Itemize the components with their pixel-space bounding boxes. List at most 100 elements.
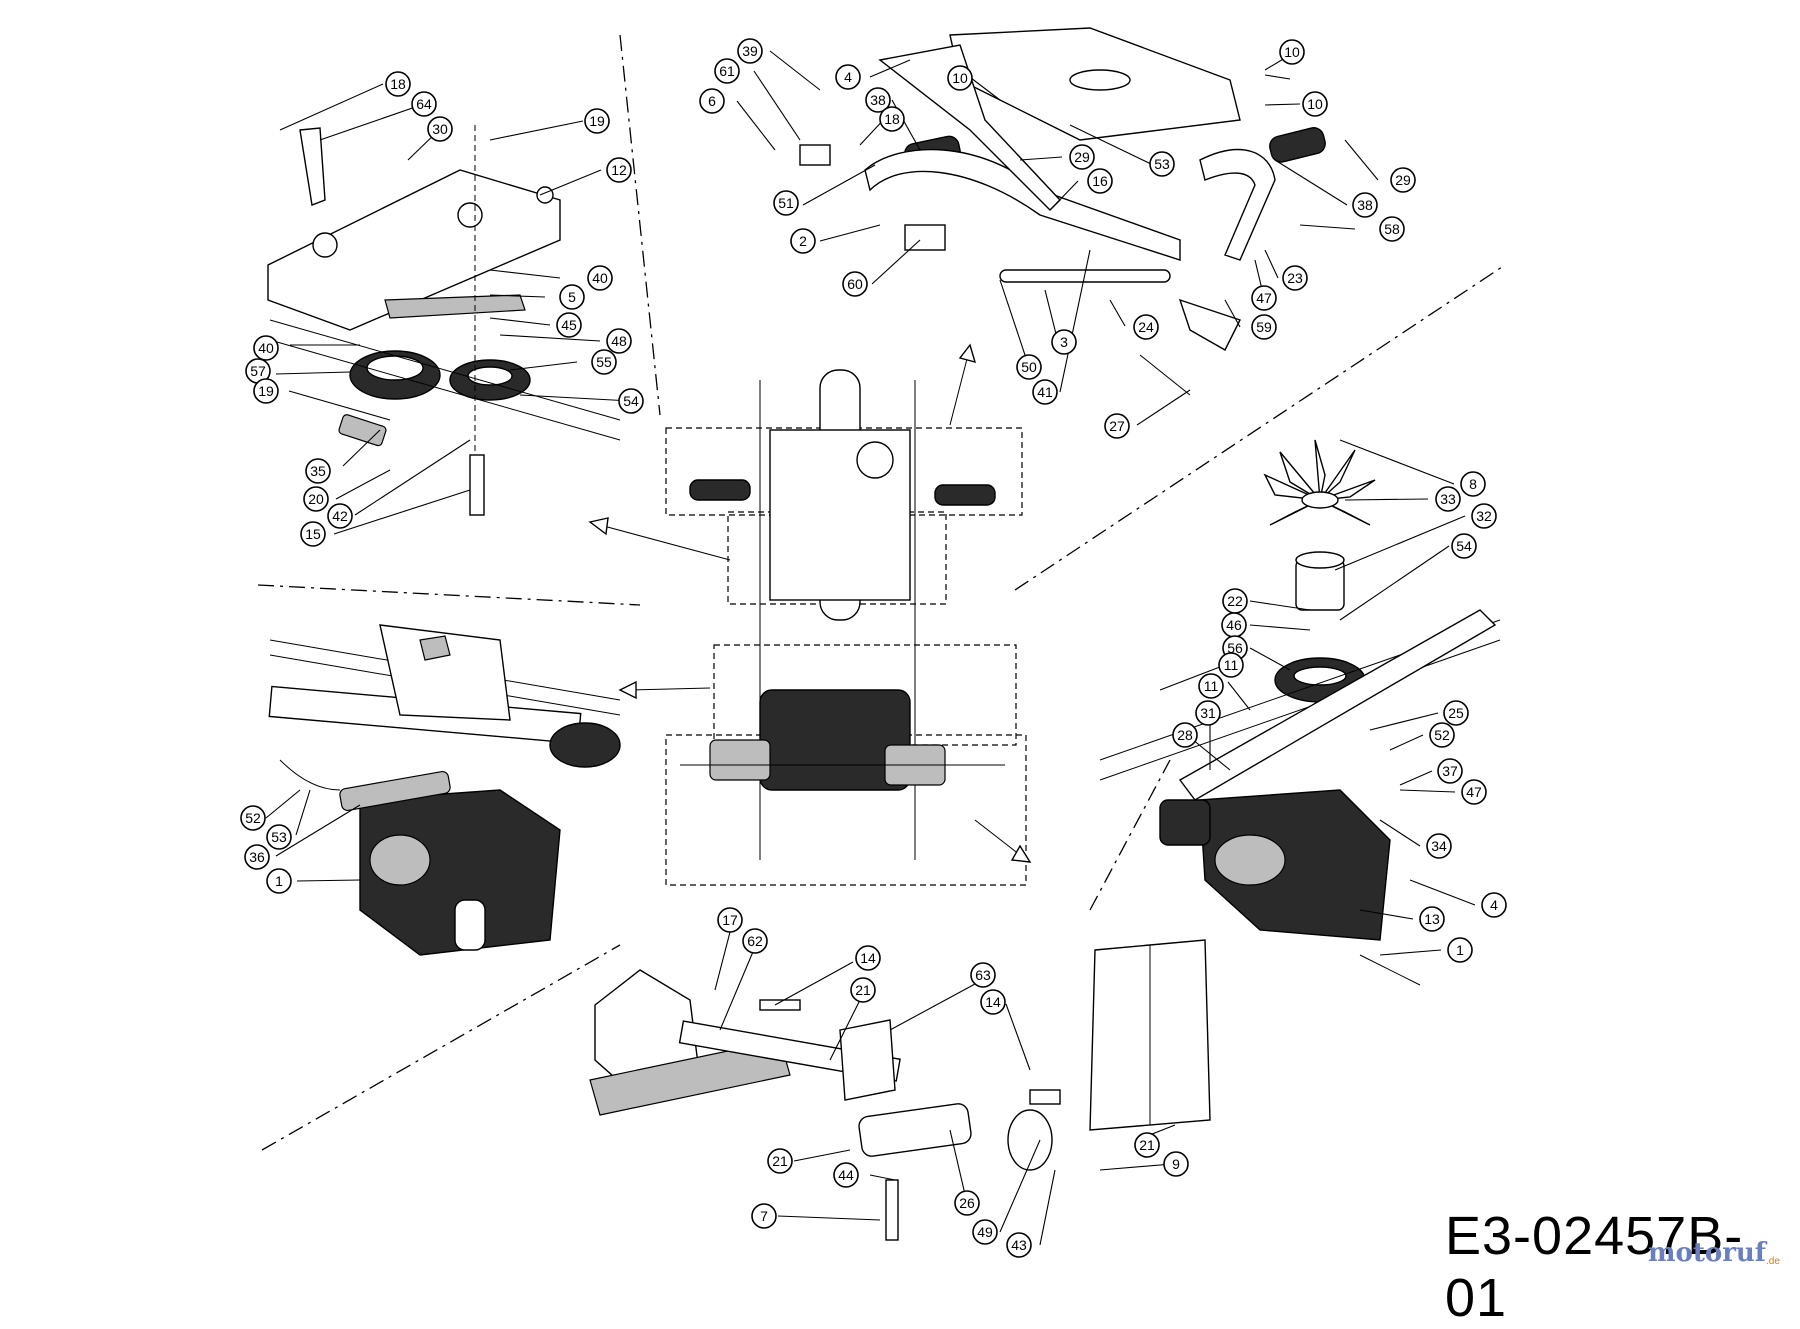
bottom-center-assembly xyxy=(589,939,1211,1241)
callout-label: 19 xyxy=(258,383,274,399)
callout-15: 15 xyxy=(300,521,326,547)
callout-18: 18 xyxy=(385,71,411,97)
callout-label: 63 xyxy=(975,967,991,983)
callout-label: 18 xyxy=(390,76,406,92)
callout-19: 19 xyxy=(584,108,610,134)
callout-label: 10 xyxy=(1284,44,1300,60)
callout-44: 44 xyxy=(833,1162,859,1188)
callout-label: 34 xyxy=(1431,838,1447,854)
callout-label: 4 xyxy=(1490,897,1498,913)
callout-62: 62 xyxy=(742,928,768,954)
callout-label: 2 xyxy=(799,233,807,249)
callout-label: 53 xyxy=(271,829,287,845)
callout-label: 47 xyxy=(1256,290,1272,306)
section-dividers xyxy=(257,34,1506,1151)
callout-13: 13 xyxy=(1419,906,1445,932)
callout-label: 27 xyxy=(1109,418,1125,434)
callout-label: 16 xyxy=(1092,173,1108,189)
callout-label: 9 xyxy=(1172,1156,1180,1172)
callout-52: 52 xyxy=(1429,722,1455,748)
callout-label: 23 xyxy=(1287,270,1303,286)
callout-10b: 10 xyxy=(1279,39,1305,65)
callout-51: 51 xyxy=(773,190,799,216)
overview-frame xyxy=(665,369,1027,886)
callout-label: 18 xyxy=(884,111,900,127)
parts-diagram: 18 64 30 19 12 40 5 45 48 55 54 40 57 19… xyxy=(240,27,1780,1328)
callout-21c: 21 xyxy=(1134,1132,1160,1158)
callout-label: 45 xyxy=(561,317,577,333)
callout-label: 48 xyxy=(611,333,627,349)
callout-label: 54 xyxy=(1456,538,1472,554)
callout-32: 32 xyxy=(1471,503,1497,529)
callout-label: 37 xyxy=(1442,763,1458,779)
callout-10c: 10 xyxy=(1302,91,1328,117)
callout-10a: 10 xyxy=(947,65,973,91)
callout-64: 64 xyxy=(411,91,437,117)
callout-label: 61 xyxy=(719,63,735,79)
callout-12: 12 xyxy=(606,157,632,183)
callout-label: 33 xyxy=(1440,491,1456,507)
callout-23: 23 xyxy=(1282,265,1308,291)
callout-53: 53 xyxy=(1149,151,1175,177)
callout-59: 59 xyxy=(1251,314,1277,340)
callout-47: 47 xyxy=(1251,285,1277,311)
callout-label: 47 xyxy=(1466,784,1482,800)
callout-6: 6 xyxy=(699,88,725,114)
callout-label: 49 xyxy=(977,1224,993,1240)
direction-arrows xyxy=(588,343,1032,863)
callout-label: 39 xyxy=(742,43,758,59)
callout-label: 1 xyxy=(1456,942,1464,958)
callout-label: 21 xyxy=(772,1153,788,1169)
callout-label: 53 xyxy=(1154,156,1170,172)
callout-label: 13 xyxy=(1424,911,1440,927)
callout-31: 31 xyxy=(1195,700,1221,726)
callout-14b: 14 xyxy=(980,989,1006,1015)
callout-63: 63 xyxy=(970,962,996,988)
callout-label: 22 xyxy=(1227,593,1243,609)
callout-label: 44 xyxy=(838,1167,854,1183)
callout-20: 20 xyxy=(303,486,329,512)
callout-label: 11 xyxy=(1204,678,1219,694)
callout-30: 30 xyxy=(427,116,453,142)
callout-42: 42 xyxy=(327,503,353,529)
callout-label: 26 xyxy=(959,1195,975,1211)
callout-label: 14 xyxy=(985,994,1001,1010)
callout-label: 50 xyxy=(1021,359,1037,375)
callout-55: 55 xyxy=(591,349,617,375)
callout-label: 30 xyxy=(432,121,448,137)
callout-11b: 11 xyxy=(1198,673,1224,699)
callout-38b: 38 xyxy=(1352,192,1378,218)
callouts-upper-left: 18 64 30 19 12 40 5 45 48 55 54 40 57 19… xyxy=(245,71,644,547)
callout-11a: 11 xyxy=(1218,652,1244,678)
callout-label: 57 xyxy=(250,363,266,379)
callout-53: 53 xyxy=(266,824,292,850)
callout-45: 45 xyxy=(556,312,582,338)
callout-label: 62 xyxy=(747,933,763,949)
callout-label: 3 xyxy=(1060,334,1068,350)
callout-label: 51 xyxy=(778,195,794,211)
callout-label: 42 xyxy=(332,508,348,524)
callout-19b: 19 xyxy=(253,378,279,404)
callout-label: 46 xyxy=(1226,617,1242,633)
callout-7: 7 xyxy=(751,1203,777,1229)
callout-label: 56 xyxy=(1227,640,1243,656)
callout-label: 52 xyxy=(245,810,261,826)
callout-label: 4 xyxy=(844,69,852,85)
callout-label: 38 xyxy=(1357,197,1373,213)
callout-5: 5 xyxy=(559,284,585,310)
callout-label: 6 xyxy=(708,93,716,109)
callout-label: 24 xyxy=(1138,319,1154,335)
callout-label: 17 xyxy=(722,912,738,928)
callout-37: 37 xyxy=(1437,758,1463,784)
callout-label: 54 xyxy=(623,393,639,409)
callout-60: 60 xyxy=(842,271,868,297)
callout-3: 3 xyxy=(1051,329,1077,355)
callout-label: 32 xyxy=(1476,508,1492,524)
callouts-middle-right: 8 33 32 54 22 46 56 11 11 31 28 25 52 37… xyxy=(1172,471,1507,963)
callout-label: 1 xyxy=(275,873,283,889)
callout-label: 52 xyxy=(1434,727,1450,743)
callout-17: 17 xyxy=(717,907,743,933)
middle-right-assembly xyxy=(1099,439,1501,986)
callout-label: 5 xyxy=(568,289,576,305)
callout-49: 49 xyxy=(972,1219,998,1245)
